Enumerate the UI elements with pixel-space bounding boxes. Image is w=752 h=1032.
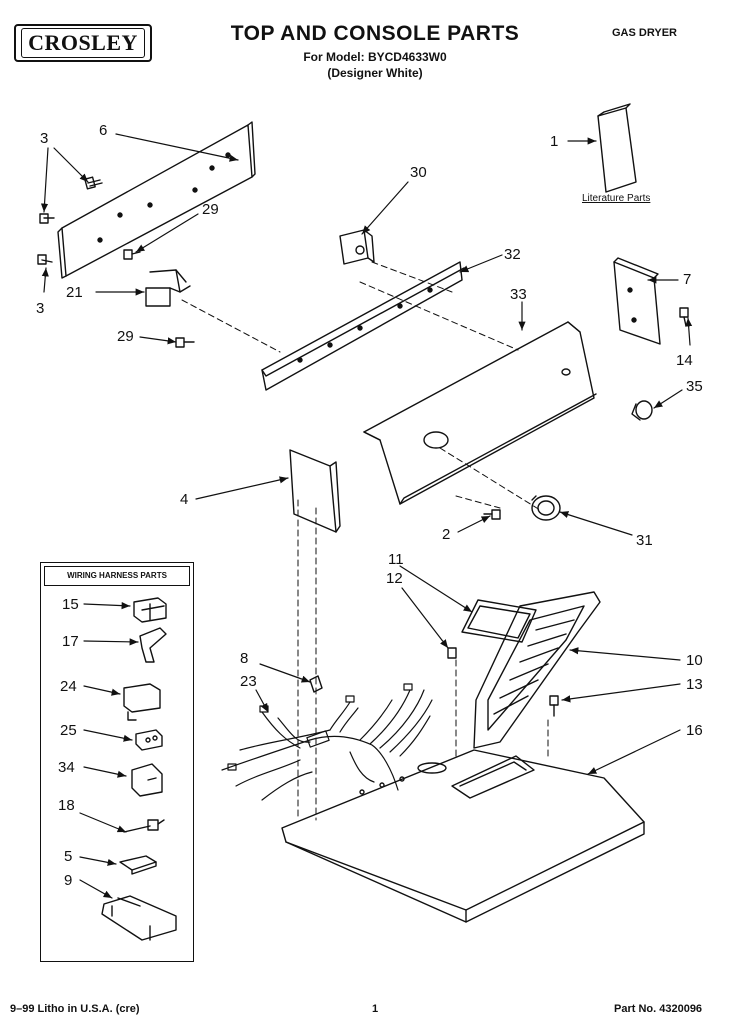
callout-15: 15 (62, 596, 79, 613)
callout-9: 9 (64, 872, 73, 889)
callout-10: 10 (686, 652, 703, 669)
page-title: TOP AND CONSOLE PARTS (230, 22, 520, 45)
harness-part-5 (119, 855, 157, 875)
harness-part-15 (133, 597, 167, 623)
callout-18: 18 (58, 797, 75, 814)
harness-part-25 (135, 729, 163, 751)
callout-6: 6 (99, 122, 108, 139)
harness-part-17 (139, 627, 167, 663)
callout-12: 12 (386, 570, 403, 587)
switch-part-21 (145, 269, 191, 307)
vent-panel-part-10 (473, 591, 601, 749)
callout-14: 14 (676, 352, 693, 369)
clip-part-8 (309, 675, 323, 693)
knob-part-31 (531, 495, 561, 521)
callout-arrows (40, 133, 693, 899)
cover-part-4 (289, 449, 341, 533)
callout-8: 8 (240, 650, 249, 667)
timer-part-30 (339, 229, 375, 265)
clip-part-12 (447, 647, 457, 659)
harness-part-18 (123, 819, 165, 833)
console-part-33 (363, 321, 597, 505)
harness-part-24 (123, 683, 161, 721)
callout-31: 31 (636, 532, 653, 549)
callout-17: 17 (62, 633, 79, 650)
top-panel-part-16 (281, 749, 645, 923)
callout-33: 33 (510, 286, 527, 303)
callout-1: 1 (550, 133, 559, 150)
wiring-harness-header: WIRING HARNESS PARTS (44, 566, 190, 586)
product-type: GAS DRYER (612, 27, 677, 39)
logo-text: CROSLEY (21, 28, 145, 58)
callout-11: 11 (388, 551, 404, 568)
literature-part-1 (597, 103, 637, 193)
callout-21: 21 (66, 284, 83, 301)
callout-23: 23 (240, 673, 257, 690)
callout-2: 2 (442, 526, 451, 543)
screw-part-29 (123, 249, 195, 348)
callout-34: 34 (58, 759, 75, 776)
model-line: For Model: BYCD4633W0 (303, 50, 447, 64)
callout-35: 35 (686, 378, 703, 395)
callout-3-top: 3 (40, 130, 49, 147)
color-line: (Designer White) (327, 66, 423, 80)
footer-litho: 9–99 Litho in U.S.A. (cre) (10, 1003, 140, 1015)
wiring-harness-panel (40, 562, 194, 962)
callout-5: 5 (64, 848, 73, 865)
callout-7: 7 (683, 271, 692, 288)
console-bracket-part-32 (261, 261, 465, 391)
callout-25: 25 (60, 722, 77, 739)
callout-32: 32 (504, 246, 521, 263)
screw-part-13 (549, 695, 559, 717)
screw-part-14 (679, 307, 689, 327)
cover-plate-part-11 (461, 599, 537, 643)
footer-page-number: 1 (372, 1003, 379, 1015)
harness-part-34 (131, 763, 163, 797)
button-part-35 (631, 400, 653, 421)
callout-13: 13 (686, 676, 703, 693)
wiring-harness-part-23 (221, 683, 433, 801)
screw-part-3 (37, 176, 103, 265)
assembly-guide-lines (181, 261, 549, 821)
screw-part-2 (483, 509, 501, 520)
footer-part-number: Part No. 4320096 (614, 1003, 703, 1015)
crosley-logo: CROSLEY (14, 24, 152, 62)
literature-parts-label: Literature Parts (582, 193, 651, 204)
harness-part-9 (101, 895, 177, 941)
callout-30: 30 (410, 164, 427, 181)
callout-4: 4 (180, 491, 189, 508)
callout-29-top: 29 (202, 201, 219, 218)
bracket-part-7 (613, 257, 661, 345)
callout-16: 16 (686, 722, 703, 739)
rear-panel-part-6 (57, 121, 256, 279)
callout-24: 24 (60, 678, 77, 695)
callout-3-bottom: 3 (36, 300, 45, 317)
callout-29-bottom: 29 (117, 328, 134, 345)
